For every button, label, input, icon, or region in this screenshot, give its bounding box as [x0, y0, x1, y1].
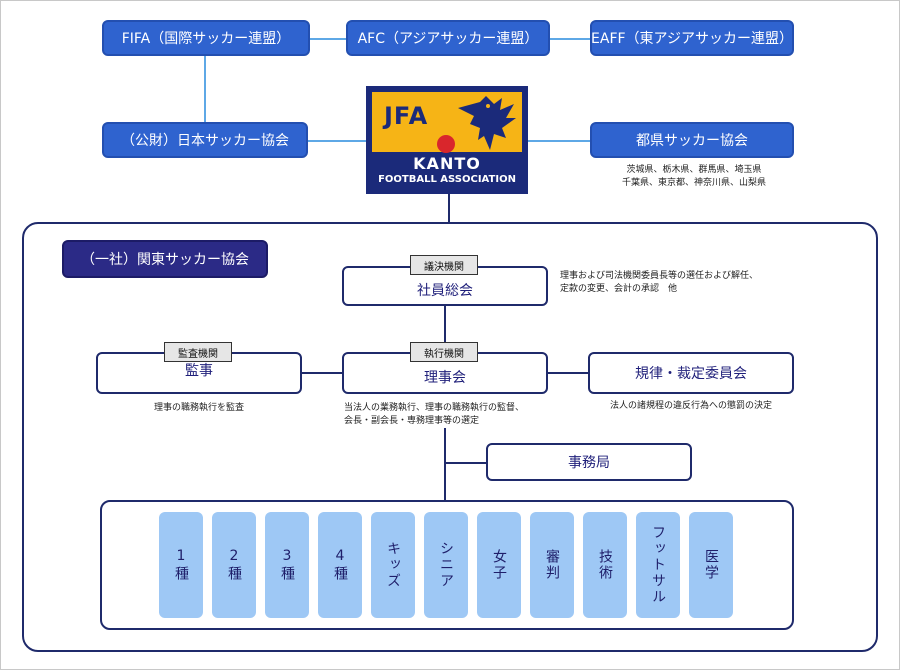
auditor-note: 理事の職務執行を監査 — [153, 403, 244, 413]
category-2[interactable]: 2種 — [212, 512, 256, 618]
general-meeting-label: 社員総会 — [417, 283, 473, 299]
board-tag: 執行機関 — [410, 342, 478, 362]
connector-board-discipline — [548, 372, 588, 374]
category-8[interactable]: 審判 — [530, 512, 574, 618]
general-meeting-note-1: 理事および司法機関委員長等の選任および解任、 — [560, 271, 759, 281]
connector-jfa-logo — [308, 140, 366, 142]
discipline-note: 法人の諸規程の違反行為への懲罰の決定 — [609, 401, 772, 411]
jfa-box[interactable]: （公財）日本サッカー協会 — [102, 122, 308, 158]
connector-secretariat — [446, 462, 486, 464]
category-3[interactable]: 3種 — [265, 512, 309, 618]
connector-fifa-afc — [310, 38, 346, 40]
connector-logo-prefectures — [528, 140, 590, 142]
category-11[interactable]: 医学 — [689, 512, 733, 618]
connector-afc-eaff — [550, 38, 590, 40]
board-note-2: 会長・副会長・専務理事等の選定 — [344, 416, 480, 426]
connector-meeting-board — [444, 306, 446, 352]
category-5[interactable]: キッズ — [371, 512, 415, 618]
connector-board-categories — [444, 428, 446, 500]
connector-logo-org — [448, 194, 450, 224]
fifa-box[interactable]: FIFA（国際サッカー連盟） — [102, 20, 310, 56]
general-meeting-note-2: 定款の変更、会計の承認 他 — [560, 284, 678, 294]
category-10[interactable]: フットサル — [636, 512, 680, 618]
board-note-1: 当法人の業務執行、理事の職務執行の監督、 — [344, 403, 525, 413]
org-title-badge: （一社）関東サッカー協会 — [62, 240, 268, 278]
secretariat-box[interactable]: 事務局 — [486, 443, 692, 481]
logo-emblem-background: JFA — [372, 92, 522, 153]
connector-fifa-jfa — [204, 56, 206, 122]
prefecture-list-line2: 千葉県、東京都、神奈川県、山梨県 — [621, 178, 766, 188]
eaff-box[interactable]: EAFF（東アジアサッカー連盟） — [590, 20, 794, 56]
board-label: 理事会 — [424, 370, 466, 386]
committees-container — [100, 500, 794, 630]
category-1[interactable]: 1種 — [159, 512, 203, 618]
category-6[interactable]: シニア — [424, 512, 468, 618]
connector-auditor-board — [302, 372, 342, 374]
secretariat-label: 事務局 — [568, 455, 610, 471]
kanto-fa-logo: JFA KANTO FOOTBALL ASSOCIATION — [366, 86, 528, 194]
auditor-label: 監事 — [185, 363, 213, 379]
prefecture-list-line1: 茨城県、栃木県、群馬県、埼玉県 — [626, 165, 762, 175]
logo-kanto-text: KANTO — [413, 154, 481, 173]
logo-association-text: FOOTBALL ASSOCIATION — [378, 174, 516, 185]
kanto-fa-org-container — [22, 222, 878, 652]
crow-emblem-icon — [458, 96, 516, 150]
category-4[interactable]: 4種 — [318, 512, 362, 618]
red-ball-icon — [437, 135, 455, 153]
auditor-tag: 監査機関 — [164, 342, 232, 362]
category-9[interactable]: 技術 — [583, 512, 627, 618]
category-7[interactable]: 女子 — [477, 512, 521, 618]
discipline-committee-label: 規律・裁定委員会 — [635, 366, 747, 382]
afc-box[interactable]: AFC（アジアサッカー連盟） — [346, 20, 550, 56]
general-meeting-tag: 議決機関 — [410, 255, 478, 275]
prefecture-fa-box[interactable]: 都県サッカー協会 — [590, 122, 794, 158]
discipline-committee-box[interactable]: 規律・裁定委員会 — [588, 352, 794, 394]
logo-jfa-text: JFA — [384, 102, 429, 130]
